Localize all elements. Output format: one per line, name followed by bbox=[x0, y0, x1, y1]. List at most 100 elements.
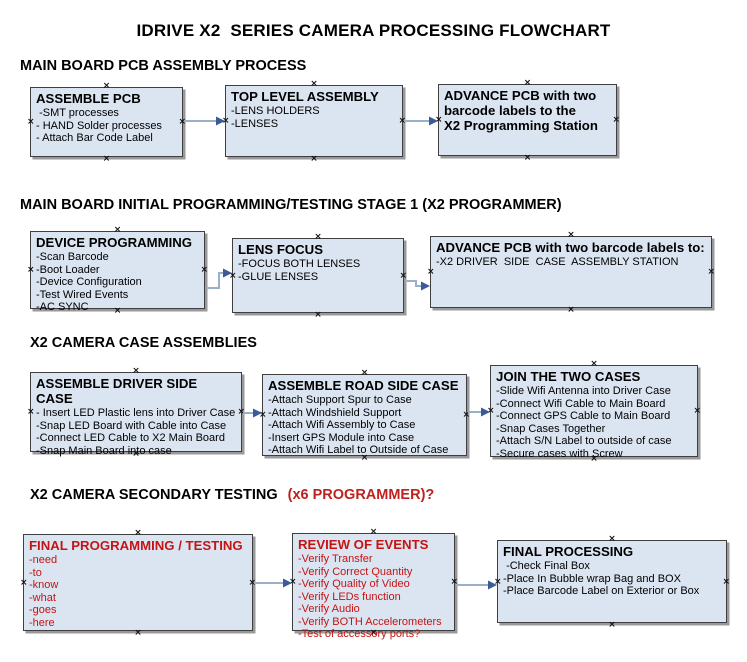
connection-anchor-icon: × bbox=[310, 154, 318, 164]
connection-anchor-icon: × bbox=[398, 116, 406, 126]
connection-anchor-icon: × bbox=[314, 232, 322, 242]
box-items: -FOCUS BOTH LENSES-GLUE LENSES bbox=[238, 258, 398, 283]
connection-anchor-icon: × bbox=[134, 528, 142, 538]
box-title: ASSEMBLE DRIVER SIDE CASE bbox=[36, 376, 198, 407]
section-heading-secondary-testing: X2 CAMERA SECONDARY TESTING (x6 PROGRAMM… bbox=[30, 487, 434, 503]
box-title: FINAL PROGRAMMING / TESTING bbox=[29, 538, 243, 553]
connection-anchor-icon: × bbox=[487, 406, 495, 416]
box-lens-focus: LENS FOCUS -FOCUS BOTH LENSES-GLUE LENSE… bbox=[229, 233, 407, 320]
box-item: -Snap Main Board into case bbox=[36, 444, 172, 457]
arrow-lensfocus-to-advance2 bbox=[405, 280, 421, 287]
box-title: JOIN THE TWO CASES bbox=[496, 369, 641, 384]
box-item: -SMT processes bbox=[36, 107, 119, 120]
box-item: -Verify Correct Quantity bbox=[298, 565, 413, 578]
arrowhead-icon bbox=[216, 116, 225, 126]
box-item: -Scan Barcode bbox=[36, 251, 109, 264]
box-item: -Connect GPS Cable to Main Board bbox=[496, 410, 671, 423]
connection-anchor-icon: × bbox=[222, 116, 230, 126]
box-item: - Insert LED Plastic lens into Driver Ca… bbox=[36, 407, 236, 420]
arrow-device-to-lensfocus bbox=[206, 272, 223, 289]
box-review-of-events: REVIEW OF EVENTS -Verify Transfer-Verify… bbox=[289, 528, 458, 641]
box-item: -Attach Windshield Support bbox=[268, 406, 402, 419]
box-title: REVIEW OF EVENTS bbox=[298, 537, 429, 552]
box-assemble-pcb: ASSEMBLE PCB -SMT processes- HAND Solder… bbox=[27, 82, 186, 164]
connection-anchor-icon: × bbox=[237, 407, 245, 417]
box-item: -Attach Support Spur to Case bbox=[268, 394, 412, 407]
box-item: -here bbox=[29, 616, 55, 629]
box-item: -Test of accessory ports? bbox=[298, 628, 421, 641]
box-item: -Attach Wifi Assembly to Case bbox=[268, 419, 416, 432]
box-item: -GLUE LENSES bbox=[238, 270, 319, 283]
connection-anchor-icon: × bbox=[134, 628, 142, 638]
box-item: -Snap LED Board with Cable into Case bbox=[36, 419, 227, 432]
box-item: -Connect Wifi Cable to Main Board bbox=[496, 397, 666, 410]
box-device-programming: DEVICE PROGRAMMING -Scan Barcode-Boot Lo… bbox=[27, 226, 208, 316]
box-items: -Scan Barcode-Boot Loader-Device Configu… bbox=[36, 251, 199, 314]
connection-anchor-icon: × bbox=[590, 359, 598, 369]
box-top-level-assembly: TOP LEVEL ASSEMBLY -LENS HOLDERS-LENSES … bbox=[222, 80, 406, 164]
box-item: -Verify Audio bbox=[298, 603, 360, 616]
box-item: -to bbox=[29, 566, 42, 579]
connection-anchor-icon: × bbox=[20, 577, 28, 588]
connection-anchor-icon: × bbox=[608, 620, 616, 630]
connection-anchor-icon: × bbox=[113, 225, 122, 235]
connection-anchor-icon: × bbox=[310, 79, 318, 89]
connection-anchor-icon: × bbox=[369, 527, 378, 537]
box-item: -Place In Bubble wrap Bag and BOX bbox=[503, 572, 681, 585]
connection-anchor-icon: × bbox=[435, 115, 443, 125]
box-final-processing: FINAL PROCESSING -Check Final Box-Place … bbox=[494, 535, 730, 630]
box-item: -Verify LEDs function bbox=[298, 590, 401, 603]
connection-anchor-icon: × bbox=[248, 577, 256, 588]
box-item: -Verify Transfer bbox=[298, 553, 373, 566]
box-item: -Secure cases with Screw bbox=[496, 447, 623, 460]
arrowhead-icon bbox=[488, 580, 497, 590]
arrowhead-icon bbox=[253, 408, 262, 418]
connection-anchor-icon: × bbox=[102, 81, 111, 91]
connection-anchor-icon: × bbox=[567, 305, 575, 315]
box-title: ADVANCE PCB with two barcode labels to t… bbox=[444, 88, 598, 134]
connection-anchor-icon: × bbox=[27, 265, 35, 275]
box-advance-pcb-driver-station: ADVANCE PCB with two barcode labels to: … bbox=[427, 231, 715, 315]
box-title: TOP LEVEL ASSEMBLY bbox=[231, 89, 379, 104]
box-item: -LENSES bbox=[231, 117, 279, 130]
box-item: -need bbox=[29, 554, 58, 567]
box-items: -X2 DRIVER SIDE CASE ASSEMBLY STATION bbox=[436, 256, 706, 269]
connection-anchor-icon: × bbox=[567, 230, 575, 240]
connection-anchor-icon: × bbox=[314, 310, 322, 320]
connection-anchor-icon: × bbox=[200, 265, 208, 275]
section-heading-secondary-testing-black: X2 CAMERA SECONDARY TESTING bbox=[30, 487, 282, 503]
box-title: ASSEMBLE ROAD SIDE CASE bbox=[268, 378, 459, 393]
box-item: -Connect LED Cable to X2 Main Board bbox=[36, 432, 225, 445]
box-item: -goes bbox=[29, 604, 57, 617]
arrowhead-icon bbox=[283, 578, 292, 588]
box-items: -Attach Support Spur to Case-Attach Wind… bbox=[268, 394, 461, 457]
connection-anchor-icon: × bbox=[462, 410, 470, 420]
arrowhead-icon bbox=[429, 116, 438, 126]
box-items: - Insert LED Plastic lens into Driver Ca… bbox=[36, 407, 236, 457]
box-item: -Insert GPS Module into Case bbox=[268, 431, 415, 444]
box-item: -Snap Cases Together bbox=[496, 422, 606, 435]
section-heading-initial-programming: MAIN BOARD INITIAL PROGRAMMING/TESTING S… bbox=[20, 197, 562, 213]
box-item: -Attach S/N Label to outside of case bbox=[496, 435, 672, 448]
connection-anchor-icon: × bbox=[523, 153, 532, 163]
box-title: ADVANCE PCB with two barcode labels to: bbox=[436, 240, 705, 255]
connection-anchor-icon: × bbox=[722, 576, 730, 587]
box-item: -Device Configuration bbox=[36, 276, 142, 289]
connection-anchor-icon: × bbox=[399, 270, 407, 281]
section-heading-case-assemblies: X2 CAMERA CASE ASSEMBLIES bbox=[30, 335, 257, 351]
connection-anchor-icon: × bbox=[178, 117, 186, 127]
box-item: -Boot Loader bbox=[36, 263, 100, 276]
box-item: -Place Barcode Label on Exterior or Box bbox=[503, 585, 700, 598]
box-item: -what bbox=[29, 591, 56, 604]
box-item: -Attach Wifi Label to Outside of Case bbox=[268, 444, 449, 457]
connection-anchor-icon: × bbox=[259, 410, 267, 420]
box-item: -Verify Quality of Video bbox=[298, 578, 410, 591]
connection-anchor-icon: × bbox=[608, 534, 616, 544]
box-item: -Check Final Box bbox=[503, 560, 590, 573]
connection-anchor-icon: × bbox=[523, 78, 532, 88]
box-title: DEVICE PROGRAMMING bbox=[36, 235, 193, 250]
box-items: -Slide Wifi Antenna into Driver Case-Con… bbox=[496, 385, 692, 460]
section-heading-secondary-testing-red: (x6 PROGRAMMER)? bbox=[287, 487, 435, 503]
box-item: -Test Wired Events bbox=[36, 288, 129, 301]
connection-anchor-icon: × bbox=[494, 576, 502, 587]
